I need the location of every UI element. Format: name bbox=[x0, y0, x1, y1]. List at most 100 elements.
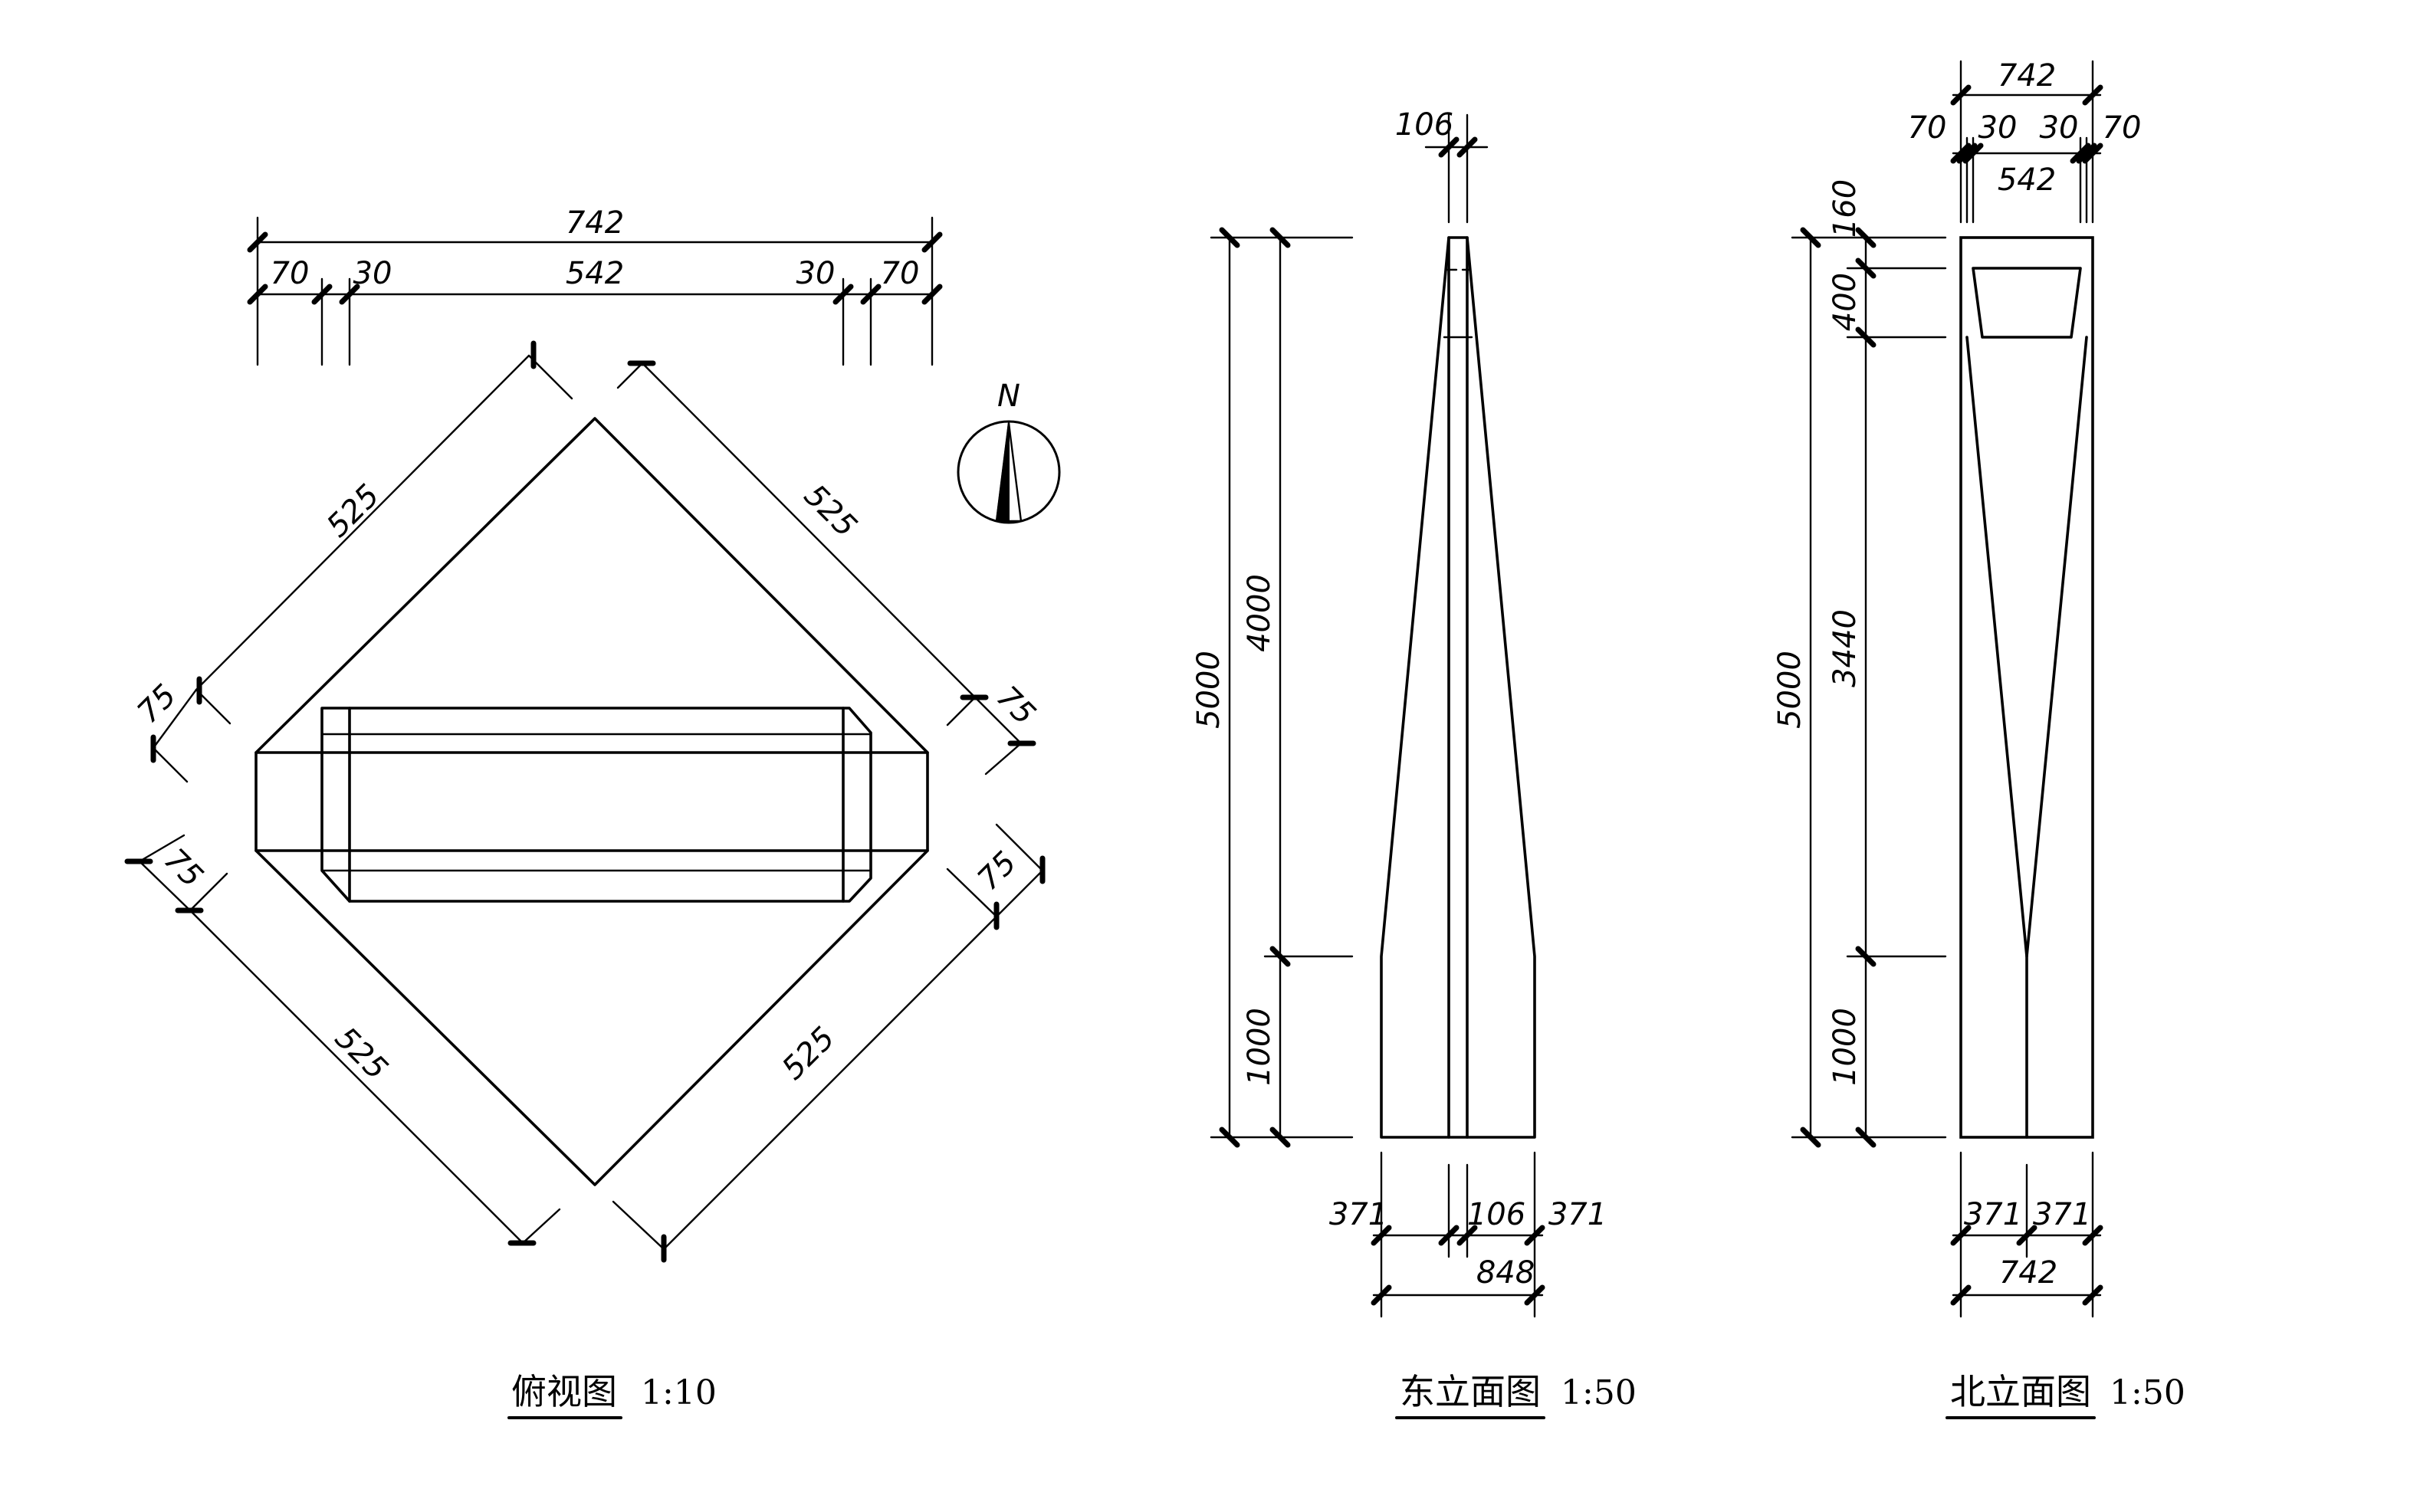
plan-ext-line bbox=[946, 868, 998, 918]
dim-tick bbox=[1800, 1127, 1821, 1148]
dim-tick bbox=[1219, 1127, 1240, 1148]
dim-tick bbox=[311, 284, 333, 305]
east-view-scale: 1:50 bbox=[1561, 1373, 1637, 1412]
plan-dim-ul-offset: 75 bbox=[131, 678, 184, 731]
plan-dim-line-lr bbox=[662, 915, 998, 1251]
dim-tick bbox=[1950, 1225, 1972, 1246]
north-dim-cap-height: 160 bbox=[1827, 179, 1863, 238]
dim-tick bbox=[2070, 143, 2091, 164]
north-dim-gap-left: 30 bbox=[1978, 110, 2018, 146]
east-outline bbox=[1380, 236, 1536, 1139]
dim-tick bbox=[1456, 136, 1478, 158]
plan-dim-line-ur-offset bbox=[974, 696, 1023, 745]
east-view-title: 东立面图 bbox=[1400, 1371, 1541, 1412]
north-dim-overall: 742 bbox=[1998, 58, 2056, 93]
north-view-scale: 1:50 bbox=[2110, 1373, 2185, 1412]
plan-ext-line bbox=[946, 696, 977, 726]
plan-dim-gap-left: 30 bbox=[353, 256, 392, 291]
dim-tick bbox=[1950, 143, 1972, 164]
plan-dim-lr-side: 525 bbox=[776, 1021, 842, 1087]
plan-dim-line-ur bbox=[641, 362, 977, 699]
dim-tick bbox=[921, 284, 943, 305]
dim-tick bbox=[1371, 1284, 1392, 1306]
dim-tick bbox=[1524, 1284, 1545, 1306]
plan-dim-ur-side: 525 bbox=[797, 478, 864, 545]
north-arrow-icon: N bbox=[957, 379, 1061, 524]
dim-tick bbox=[247, 231, 268, 253]
dim-tick bbox=[2082, 143, 2103, 164]
plan-view: 742 70 30 542 30 70 525 75 525 75 bbox=[124, 205, 1061, 1419]
dim-tick bbox=[1269, 1127, 1291, 1148]
dim-tick bbox=[1438, 136, 1460, 158]
east-elevation-view: 106 5000 4000 1000 371 106 371 848 东立面图 bbox=[1191, 107, 1637, 1419]
north-dim-base-total: 742 bbox=[1999, 1255, 2057, 1291]
east-dim-top-width: 106 bbox=[1395, 107, 1453, 143]
east-dim-upper-height: 4000 bbox=[1242, 574, 1277, 652]
north-dim-base-left: 371 bbox=[1964, 1197, 2022, 1232]
north-dim-gap-right: 30 bbox=[2040, 110, 2079, 146]
dim-tick bbox=[2076, 143, 2097, 164]
north-view-title: 北立面图 bbox=[1950, 1371, 2091, 1412]
plan-ext-line bbox=[152, 746, 189, 783]
dim-tick bbox=[1456, 1225, 1478, 1246]
dim-tick bbox=[1950, 1284, 1972, 1306]
north-dim-edge-left: 70 bbox=[1908, 110, 1947, 146]
north-taper bbox=[1965, 336, 2088, 958]
dim-tick bbox=[2082, 1225, 2103, 1246]
plan-ext-line bbox=[138, 834, 186, 863]
plan-view-title: 俯视图 bbox=[511, 1371, 617, 1412]
plan-ext-line bbox=[616, 362, 644, 389]
plan-dim-line-lr-offset bbox=[995, 869, 1044, 918]
east-dim-total-height: 5000 bbox=[1191, 651, 1226, 729]
plan-dim-lr-offset: 75 bbox=[971, 845, 1024, 898]
dim-tick bbox=[860, 284, 882, 305]
plan-dim-ul-side: 525 bbox=[320, 478, 387, 545]
north-panel bbox=[1972, 267, 2082, 339]
plan-dim-line-ul bbox=[195, 354, 530, 691]
north-elevation-view: 742 70 30 30 70 542 5000 160 400 3440 10… bbox=[1772, 58, 2185, 1419]
dim-tick bbox=[1855, 946, 1877, 967]
dim-tick bbox=[1855, 257, 1877, 279]
dim-tick bbox=[921, 231, 943, 253]
east-dim-base-total: 848 bbox=[1476, 1255, 1535, 1291]
plan-dim-line-ll-offset bbox=[138, 860, 192, 912]
dim-tick bbox=[2016, 1225, 2037, 1246]
north-dim-edge-right: 70 bbox=[2103, 110, 2142, 146]
north-dim-inner: 542 bbox=[1998, 162, 2056, 198]
plan-dim-gap-right: 30 bbox=[796, 256, 836, 291]
dim-tick bbox=[1855, 227, 1877, 248]
dim-tick bbox=[247, 284, 268, 305]
plan-dim-ll-side: 525 bbox=[328, 1021, 395, 1087]
dim-tick bbox=[1956, 143, 1978, 164]
dim-tick bbox=[1269, 946, 1291, 967]
dim-tick bbox=[1962, 143, 1984, 164]
north-dim-lower-height: 1000 bbox=[1827, 1008, 1863, 1086]
east-dim-base-left: 371 bbox=[1329, 1197, 1387, 1232]
plan-view-scale: 1:10 bbox=[641, 1373, 717, 1412]
plan-inner-box bbox=[320, 707, 872, 903]
dim-tick bbox=[2082, 1284, 2103, 1306]
north-dim-panel-height: 400 bbox=[1827, 273, 1863, 331]
plan-dim-edge-left: 70 bbox=[271, 256, 310, 291]
plan-dim-line-ll bbox=[189, 909, 524, 1245]
plan-dim-ur-offset: 75 bbox=[990, 680, 1043, 733]
plan-dim-inner: 542 bbox=[566, 256, 624, 291]
plan-ext-line bbox=[995, 823, 1044, 872]
dim-tick bbox=[1438, 1225, 1460, 1246]
east-dim-base-mid: 106 bbox=[1467, 1197, 1525, 1232]
dim-tick bbox=[1950, 84, 1972, 106]
dim-tick bbox=[1855, 1127, 1877, 1148]
dim-tick bbox=[1371, 1225, 1392, 1246]
plan-ext-line bbox=[189, 872, 228, 912]
plan-ext-line bbox=[521, 1208, 561, 1245]
east-dim-lower-height: 1000 bbox=[1242, 1008, 1277, 1086]
north-dim-total-height: 5000 bbox=[1772, 651, 1808, 729]
plan-dim-overall: 742 bbox=[566, 205, 624, 241]
north-arrow-label: N bbox=[997, 379, 1020, 414]
plan-dim-line-ul-offset bbox=[152, 688, 198, 749]
plan-ext-line bbox=[612, 1200, 665, 1251]
dim-tick bbox=[832, 284, 854, 305]
plan-ext-line bbox=[984, 742, 1023, 776]
dim-tick bbox=[339, 284, 360, 305]
